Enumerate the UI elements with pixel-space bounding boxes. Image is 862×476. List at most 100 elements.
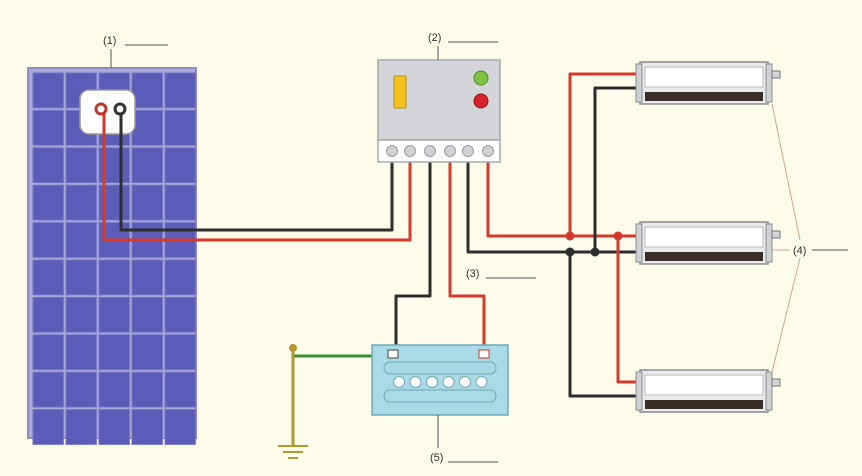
panel-positive-wire (102, 114, 412, 242)
junction-dot (613, 231, 623, 241)
lamp-connector-pin (771, 70, 781, 79)
charge-controller (377, 59, 501, 163)
battery-cell-cap (459, 376, 471, 388)
label-charge-controller: (2) (428, 32, 441, 44)
battery-cell-caps (393, 376, 488, 388)
battery-negative-terminal (387, 349, 399, 359)
solar-cell (32, 409, 64, 445)
ground-connection-dot (289, 344, 297, 352)
solar-cell (98, 259, 130, 296)
controller-terminal-screw (462, 145, 474, 157)
controller-yellow-indicator (393, 75, 407, 109)
controller-red-led (473, 93, 489, 109)
lamps (635, 61, 781, 413)
solar-cell (98, 296, 130, 333)
label-battery: (5) (430, 452, 443, 464)
battery-groove (383, 389, 497, 403)
panel-junction-box (79, 89, 136, 135)
lamp-end-cap (765, 63, 773, 103)
solar-cell (65, 222, 97, 258)
solar-cell (65, 296, 97, 333)
wiring (102, 72, 640, 446)
controller-terminal-screw (444, 145, 456, 157)
junction-dot (565, 247, 575, 257)
solar-cell (32, 334, 64, 371)
solar-panel (27, 67, 197, 445)
solar-cell (98, 334, 130, 371)
solar-cell (32, 296, 64, 333)
controller-terminal-screw (482, 145, 494, 157)
lamp-end-cap (765, 223, 773, 263)
label-wires: (3) (466, 268, 479, 280)
load-positive-bus (486, 162, 640, 238)
solar-cell (32, 222, 64, 258)
callouts (110, 41, 848, 463)
solar-cell (32, 72, 64, 109)
lamp-end-cap (765, 371, 773, 411)
solar-cell (131, 409, 163, 445)
solar-cell (164, 296, 196, 333)
solar-cell (131, 259, 163, 296)
solar-cell (164, 109, 196, 146)
load-negative-bus (466, 162, 640, 254)
ground-symbol (278, 344, 308, 459)
solar-cell (164, 371, 196, 408)
solar-cell (131, 72, 163, 109)
controller-terminals (386, 145, 494, 157)
solar-cell (32, 371, 64, 408)
battery-groove (383, 361, 497, 375)
lamp-leader (771, 103, 801, 241)
junction-dot (590, 247, 600, 257)
junction-dot (565, 231, 575, 241)
controller-terminal-screw (386, 145, 398, 157)
solar-cell (164, 147, 196, 184)
lamp-connector-pin (771, 230, 781, 239)
lamp-fixture (635, 61, 781, 105)
solar-cell (164, 409, 196, 445)
lamp-fixture (635, 369, 781, 413)
solar-cell (32, 147, 64, 184)
solar-cell (131, 184, 163, 221)
lamp-tube (644, 374, 764, 396)
solar-cell (65, 147, 97, 184)
solar-cell (98, 409, 130, 445)
controller-terminal-screw (404, 145, 416, 157)
top-lamp-positive-wire (568, 72, 640, 236)
solar-cell (65, 259, 97, 296)
solar-cell (131, 296, 163, 333)
lamp-callout-leaders (771, 103, 801, 373)
lamp-reflector-base (645, 92, 763, 101)
battery-cell-cap (409, 376, 422, 388)
lamp-leader (771, 257, 801, 373)
solar-cell (98, 371, 130, 408)
solar-cell (131, 109, 163, 146)
battery (371, 344, 509, 416)
lamp-fixture (635, 221, 781, 265)
battery-cell-cap (426, 376, 438, 388)
lamp-end-cap (635, 371, 643, 411)
controller-green-led (473, 70, 489, 86)
solar-cell (32, 109, 64, 146)
panel-positive-terminal (94, 102, 108, 116)
lamp-reflector-base (645, 252, 763, 261)
solar-cell (32, 259, 64, 296)
top-lamp-negative-wire (593, 86, 640, 252)
battery-positive-terminal (478, 349, 490, 359)
lamp-connector-pin (771, 378, 781, 387)
solar-cell-grid (32, 72, 196, 445)
solar-cell (164, 72, 196, 109)
solar-cell (164, 184, 196, 221)
panel-negative-wire (119, 114, 394, 232)
lamp-tube (644, 66, 764, 88)
controller-terminal-screw (424, 145, 436, 157)
lamp-tube (644, 226, 764, 248)
solar-cell (65, 184, 97, 221)
battery-cell-cap (475, 376, 488, 388)
label-solar-panel: (1) (103, 35, 116, 47)
lamp-reflector-base (645, 400, 763, 409)
lamp-end-cap (635, 63, 643, 103)
solar-cell (32, 184, 64, 221)
solar-cell (131, 334, 163, 371)
solar-cell (65, 409, 97, 445)
